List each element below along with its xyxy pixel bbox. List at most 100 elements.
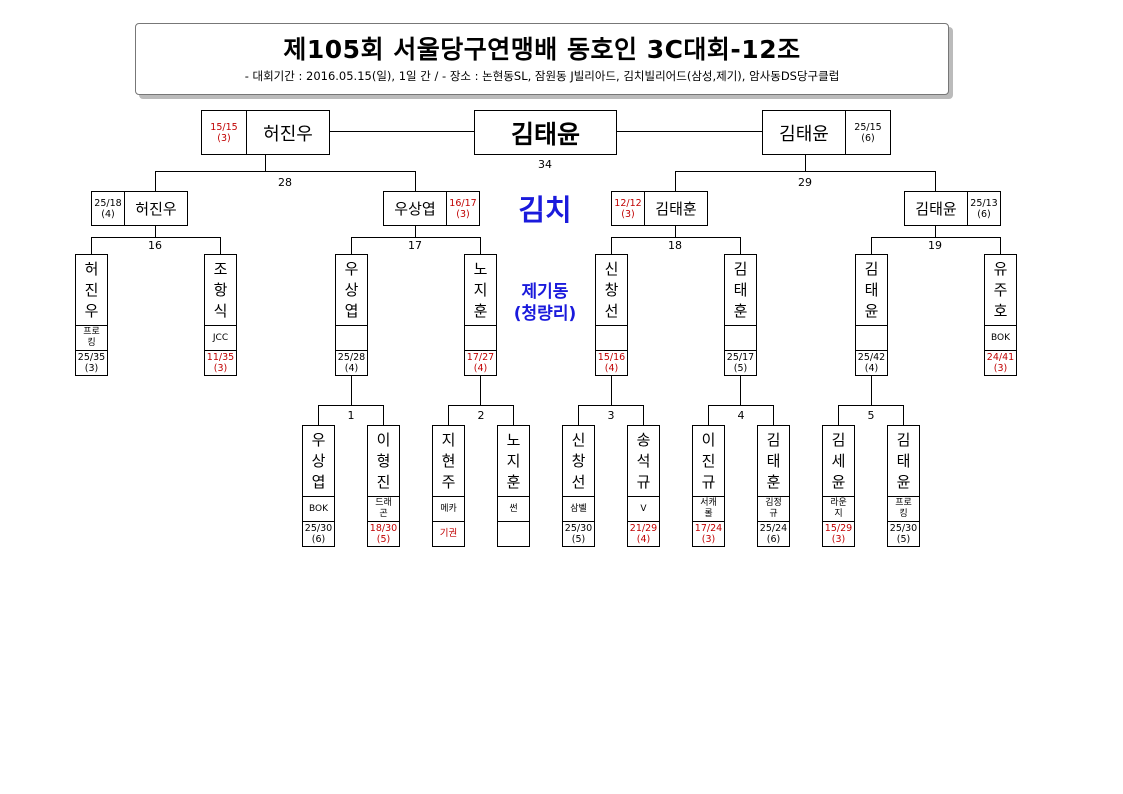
- inning: (5): [896, 533, 911, 545]
- player-score: 25/30(6): [303, 521, 334, 546]
- name-char: 태: [896, 451, 911, 470]
- score: 25/24: [759, 522, 788, 534]
- name-char: 태: [766, 451, 781, 470]
- semi-player-4: 김태윤 25/13 (6): [904, 191, 1001, 226]
- name-char: 윤: [864, 301, 879, 320]
- final-left-box: 15/15 (3) 허진우: [201, 110, 330, 155]
- player-club: 썬: [498, 497, 529, 522]
- inning: (6): [977, 208, 991, 220]
- name-char: 김: [864, 259, 879, 278]
- inning: (3): [701, 533, 716, 545]
- name-char: 선: [604, 301, 619, 320]
- venue-sub-line2: (청량리): [513, 304, 577, 324]
- club-line: BOK: [990, 332, 1010, 343]
- name-char: 태: [733, 280, 748, 299]
- score: 21/29: [629, 522, 658, 534]
- player-score: 25/42(4): [856, 350, 887, 375]
- final-left-name: 허진우: [263, 123, 313, 145]
- name-char: 우: [344, 259, 359, 278]
- page-title: 제105회 서울당구연맹배 동호인 3C대회-12조: [283, 35, 801, 64]
- name-char: 항: [213, 280, 228, 299]
- club-line: 서캐: [700, 498, 717, 508]
- score: 17/27: [466, 351, 495, 363]
- semi-player-3: 12/12 (3) 김태훈: [611, 191, 708, 226]
- player-score: 25/17(5): [725, 350, 756, 375]
- club-line: 메카: [440, 503, 457, 514]
- name-char: 윤: [831, 472, 846, 491]
- player-score: 25/30(5): [888, 521, 919, 546]
- player-score: 21/29(4): [628, 521, 659, 546]
- final-right-record: 25/15 (6): [845, 111, 890, 154]
- player-score: 17/24(3): [693, 521, 724, 546]
- score: 24/41: [986, 351, 1015, 363]
- inning: (4): [101, 208, 115, 220]
- name-char: 신: [604, 259, 619, 278]
- venue-main-label: 김치: [518, 193, 572, 227]
- club-line: JCC: [212, 332, 229, 343]
- name-char: 이: [376, 430, 391, 449]
- club-line: 킹: [87, 338, 96, 348]
- name-char: 윤: [896, 472, 911, 491]
- score: 25/35: [77, 351, 106, 363]
- semi-name-2: 우상엽: [394, 200, 436, 218]
- name-char: 훈: [766, 472, 781, 491]
- match-number-19: 19: [928, 239, 942, 252]
- player-score: 25/28(4): [336, 350, 367, 375]
- player-club: BOK: [303, 497, 334, 522]
- name-char: 태: [864, 280, 879, 299]
- score: 17/24: [694, 522, 723, 534]
- page-subtitle: - 대회기간 : 2016.05.15(일), 1일 간 / - 장소 : 논현…: [244, 69, 840, 83]
- match-number-18: 18: [668, 239, 682, 252]
- player-club: 삼벨: [563, 497, 594, 522]
- player-club: [336, 326, 367, 351]
- score: 25/17: [726, 351, 755, 363]
- club-line: 프로: [895, 498, 912, 508]
- semi-record-2: 16/17 (3): [446, 192, 479, 225]
- player-score: 25/30(5): [563, 521, 594, 546]
- match-number-5: 5: [867, 409, 875, 422]
- club-line: 썬: [509, 503, 518, 514]
- name-char: 호: [993, 301, 1008, 320]
- score: 16/17: [449, 197, 477, 209]
- club-line: BOK: [308, 503, 328, 514]
- inning: (3): [213, 362, 228, 374]
- name-char: 김: [831, 430, 846, 449]
- name-char: 규: [636, 472, 651, 491]
- player-club: [725, 326, 756, 351]
- inning: (6): [766, 533, 781, 545]
- club-line: 드래: [375, 498, 392, 508]
- score: 18/30: [369, 522, 398, 534]
- match-number-3: 3: [607, 409, 615, 422]
- score: 25/13: [970, 197, 998, 209]
- player-score: 15/29(3): [823, 521, 854, 546]
- player-score: 17/27(4): [465, 350, 496, 375]
- player-club: [465, 326, 496, 351]
- semi-name-4: 김태윤: [915, 200, 957, 218]
- score: 기권: [439, 528, 458, 539]
- inning: (3): [621, 208, 635, 220]
- name-char: 노: [473, 259, 488, 278]
- name-char: 허: [84, 259, 99, 278]
- name-char: 지: [506, 451, 521, 470]
- match-number-1: 1: [347, 409, 355, 422]
- player-club: V: [628, 497, 659, 522]
